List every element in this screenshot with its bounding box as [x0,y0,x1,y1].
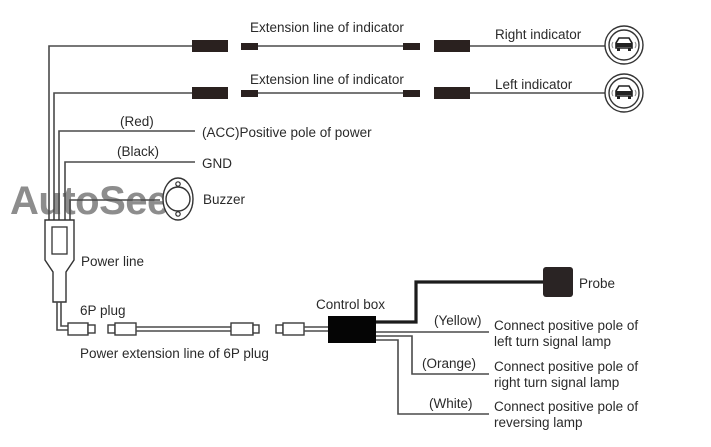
probe-sensor-icon [543,267,573,297]
connector [403,43,420,50]
plug [114,322,137,336]
power-line-label: Power line [81,254,144,269]
six-pin-plug-chain [67,322,328,336]
connector [241,43,258,50]
connector [241,90,258,97]
buzzer-icon [162,177,194,221]
watermark: AutoSee [10,179,169,223]
orange-desc-line1: Connect positive pole of [494,359,638,374]
control-box [328,316,376,343]
white-desc-line2: reversing lamp [494,415,583,430]
plug [230,322,254,336]
acc-label: (ACC)Positive pole of power [202,125,372,140]
plug [67,322,89,336]
white-wire-label: (White) [429,396,473,411]
car-in-circle-icon [604,73,644,113]
ext-line-label-top: Extension line of indicator [250,20,404,35]
orange-wire-label: (Orange) [422,356,476,371]
control-box-label: Control box [316,297,385,312]
connector [192,40,228,52]
gnd-label: GND [202,156,232,171]
connector [434,87,470,99]
orange-desc-line2: right turn signal lamp [494,375,619,390]
connector [403,90,420,97]
power-extension-label: Power extension line of 6P plug [80,346,269,361]
harness-wires [48,45,195,220]
yellow-desc-line1: Connect positive pole of [494,318,638,333]
six-pin-plug-label: 6P plug [80,303,126,318]
ext-line-label-bottom: Extension line of indicator [250,72,404,87]
right-indicator-label: Right indicator [495,27,582,42]
indicator-chain-bottom: Extension line of indicator Left indicat… [192,72,644,113]
yellow-desc-line2: left turn signal lamp [494,334,611,349]
output-wires [376,331,489,415]
black-wire-label: (Black) [117,144,159,159]
probe-label: Probe [579,276,615,291]
yellow-wire-label: (Yellow) [434,313,482,328]
plug [282,322,305,336]
connector [192,87,228,99]
power-line-housing [44,219,75,303]
car-in-circle-icon [604,25,644,65]
red-wire-label: (Red) [120,114,154,129]
connector [434,40,470,52]
indicator-chain-top: Extension line of indicator Right indica… [192,20,644,65]
left-indicator-label: Left indicator [495,77,573,92]
buzzer-label: Buzzer [203,192,246,207]
white-desc-line1: Connect positive pole of [494,399,638,414]
